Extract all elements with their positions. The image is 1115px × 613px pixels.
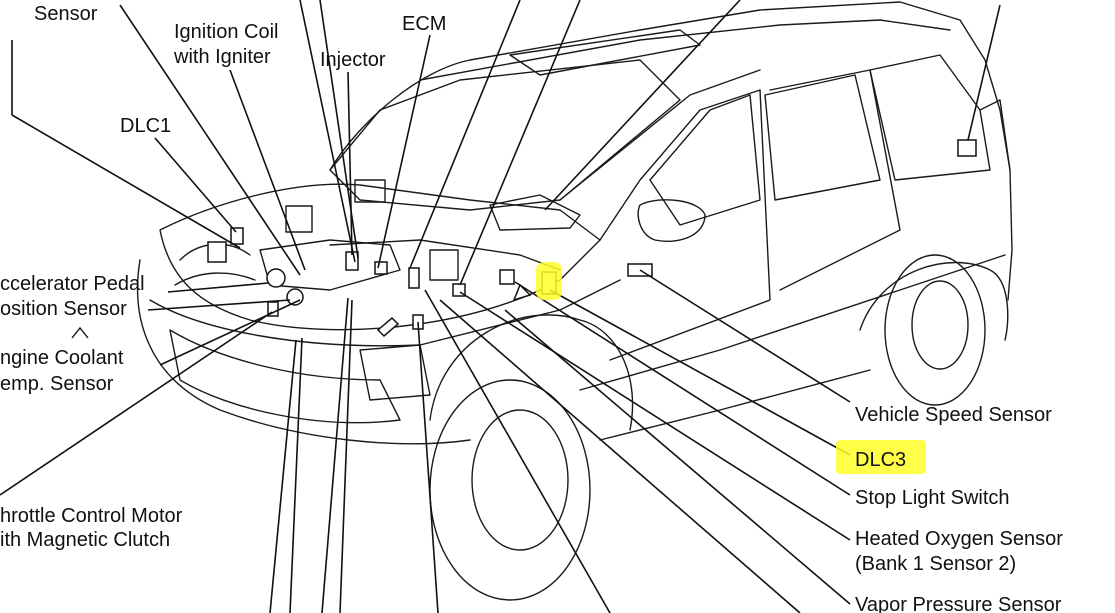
roof-outline [329, 1, 1013, 301]
label-vehicle-speed: Vehicle Speed Sensor [855, 404, 1052, 426]
leader-accel-2 [147, 299, 291, 311]
front-panel [149, 279, 621, 347]
leader-throttle [0, 311, 273, 496]
leader-bottom-3 [321, 297, 349, 613]
leader-accel-1 [167, 282, 269, 293]
leader-bottom-1 [269, 339, 297, 613]
rear-wheel-arch [859, 261, 1009, 341]
label-dlc1: DLC1 [120, 115, 171, 137]
pointer-tick [71, 326, 89, 339]
leader-bottom-4 [339, 299, 353, 613]
rear-connector [957, 139, 977, 157]
front-rim [471, 409, 569, 551]
leader-lines [0, 0, 1001, 613]
throttle-motor-connector [267, 301, 279, 317]
side-window-front [649, 94, 761, 226]
label-engine-coolant-line1: ngine Coolant [0, 347, 124, 369]
front-wheel-arch [429, 314, 634, 431]
leader-stop-light [514, 281, 851, 496]
label-engine-coolant-line2: emp. Sensor [0, 373, 114, 395]
side-mirror [637, 199, 706, 242]
label-sensor-top: Sensor [34, 3, 98, 25]
wiper-box [354, 179, 386, 203]
rear-rim [911, 280, 969, 370]
body-crease [579, 254, 1006, 391]
leader-vapor [504, 309, 851, 605]
windshield [329, 59, 681, 211]
label-vapor-pressure: Vapor Pressure Sensor [855, 594, 1062, 613]
leader-bottom-2 [289, 337, 303, 613]
hood [159, 183, 601, 331]
grille [169, 329, 401, 424]
leader-ecm [377, 34, 431, 269]
label-ecm: ECM [402, 13, 446, 35]
accelerator-sensor-connector [207, 241, 227, 263]
coil-connector [266, 268, 286, 288]
leader-dlc3 [549, 289, 851, 456]
label-accelerator-line1: ccelerator Pedal [0, 273, 145, 295]
windshield-frame [559, 69, 761, 201]
leader-sensor-top [119, 4, 301, 276]
side-window-back [869, 54, 991, 181]
leader-dlc1 [154, 137, 237, 233]
label-heated-oxygen-line2: (Bank 1 Sensor 2) [855, 553, 1016, 575]
firewall [329, 239, 561, 271]
headlight [359, 344, 431, 401]
side-window-rear [764, 74, 881, 201]
leader-bottom-6 [424, 289, 611, 613]
leader-sensor-top-3 [11, 114, 241, 249]
door-rear [769, 69, 901, 291]
label-accelerator-line2: osition Sensor [0, 298, 127, 320]
label-stop-light: Stop Light Switch [855, 487, 1010, 509]
leader-oxygen [459, 291, 851, 541]
leader-ignition-coil-3 [319, 0, 359, 259]
label-ignition-coil-line2: with Igniter [173, 46, 271, 68]
rocker-panel [599, 369, 871, 441]
label-throttle-line1: hrottle Control Motor [0, 505, 183, 527]
dlc1-connector [230, 227, 244, 245]
label-ignition-coil-line1: Ignition Coil [174, 21, 279, 43]
dlc3-label-highlight [836, 440, 926, 474]
roof-rail [419, 19, 951, 81]
oxygen-probe [512, 283, 532, 302]
reservoir-right [429, 249, 459, 281]
leader-bottom-5 [417, 321, 439, 613]
glow-probe [376, 316, 400, 338]
sensor-connector-mid [408, 267, 420, 289]
sunroof [509, 29, 701, 76]
leader-roof-3 [544, 0, 741, 211]
leader-rear-connector [967, 4, 1001, 141]
leader-roof-2 [459, 0, 581, 286]
leader-coolant [159, 299, 301, 366]
label-throttle-line2: ith Magnetic Clutch [0, 529, 170, 551]
leader-ignition-coil-2 [299, 0, 356, 263]
door-front [599, 89, 771, 361]
label-heated-oxygen-line1: Heated Oxygen Sensor [855, 528, 1063, 550]
dlc3-connector-highlight [536, 262, 562, 300]
leader-injector [347, 71, 353, 256]
stop-switch-connector [499, 269, 515, 285]
rear-pillar [979, 99, 1011, 171]
component-markers [207, 139, 977, 338]
hood-scoop [489, 194, 581, 231]
leader-vapor-2 [439, 299, 801, 613]
front-tire [429, 379, 591, 601]
ecm-connector [374, 261, 388, 275]
leader-roof-1 [409, 0, 521, 269]
leader-ignition-coil [229, 69, 306, 271]
label-injector: Injector [320, 49, 386, 71]
label-dlc3: DLC3 [855, 449, 906, 471]
leader-speed [639, 269, 851, 403]
front-bumper [136, 259, 471, 445]
component-labels: Sensor Ignition Coil with Igniter ECM In… [0, 3, 1063, 613]
rear-tire [884, 254, 986, 406]
